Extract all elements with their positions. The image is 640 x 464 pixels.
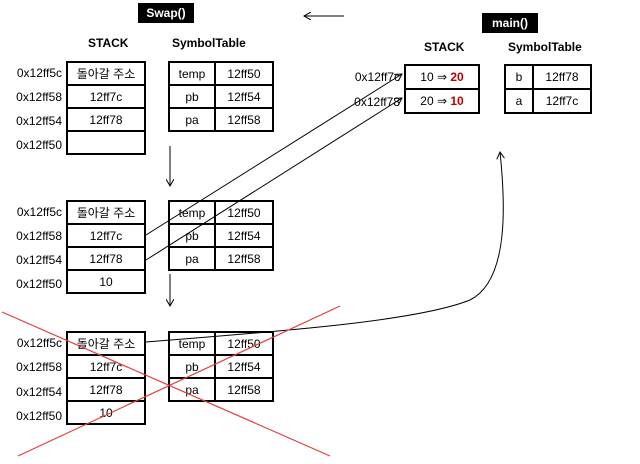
strike-line bbox=[17, 305, 341, 457]
main-stack-table: 10 ⇒ 20 20 ⇒ 10 bbox=[404, 64, 480, 114]
new-value: 10 bbox=[450, 94, 464, 108]
main-stack-header: STACK bbox=[424, 40, 465, 54]
symbol-name: pa bbox=[168, 246, 216, 271]
stack-cell: 돌아갈 주소 bbox=[66, 200, 146, 225]
stack-cell: 12ff78 bbox=[66, 377, 146, 402]
stack-cell: 10 ⇒ 20 bbox=[404, 64, 480, 90]
new-value: 20 bbox=[450, 70, 464, 84]
stack-cell: 10 bbox=[66, 269, 146, 294]
symbol-name: a bbox=[504, 88, 534, 114]
address-label: 0x12ff58 bbox=[16, 229, 62, 243]
address-label: 0x12ff50 bbox=[16, 277, 62, 291]
address-label: 0x12ff50 bbox=[16, 138, 62, 152]
symbol-address: 12ff58 bbox=[214, 107, 274, 132]
symbol-name: pb bbox=[168, 223, 216, 248]
symbol-name: pa bbox=[168, 107, 216, 132]
stack-cell: 12ff78 bbox=[66, 107, 146, 132]
address-label: 0x12ff78 bbox=[354, 95, 400, 109]
old-value: 10 bbox=[420, 70, 434, 84]
swap-stack-table: 돌아갈 주소 12ff7c 12ff78 10 bbox=[66, 331, 146, 425]
main-function-title: main() bbox=[482, 13, 538, 33]
address-label: 0x12ff54 bbox=[16, 114, 62, 128]
symbol-address: 12ff50 bbox=[214, 200, 274, 225]
stack-cell: 12ff78 bbox=[66, 246, 146, 271]
pointer-line-pb bbox=[145, 98, 402, 261]
address-label: 0x12ff54 bbox=[16, 253, 62, 267]
address-label: 0x12ff58 bbox=[16, 90, 62, 104]
swap-stack-table: 돌아갈 주소 12ff7c 12ff78 10 bbox=[66, 200, 146, 294]
symbol-address: 12ff78 bbox=[532, 64, 592, 90]
assign-arrow: ⇒ bbox=[436, 70, 448, 84]
symbol-name: pa bbox=[168, 377, 216, 402]
stack-cell: 12ff7c bbox=[66, 223, 146, 248]
stack-cell: 12ff7c bbox=[66, 84, 146, 109]
address-label: 0x12ff5c bbox=[16, 66, 62, 80]
main-symboltable-header: SymbolTable bbox=[508, 40, 582, 54]
swap-function-title: Swap() bbox=[138, 3, 194, 23]
symbol-address: 12ff58 bbox=[214, 377, 274, 402]
swap-stack-header: STACK bbox=[88, 36, 129, 50]
address-label: 0x12ff5c bbox=[16, 205, 62, 219]
symbol-name: b bbox=[504, 64, 534, 90]
strike-line bbox=[1, 311, 331, 457]
address-label: 0x12ff7c bbox=[354, 70, 400, 84]
symbol-address: 12ff7c bbox=[532, 88, 592, 114]
old-value: 20 bbox=[420, 94, 434, 108]
stack-cell: 돌아갈 주소 bbox=[66, 61, 146, 86]
stack-cell bbox=[66, 130, 146, 155]
symbol-address: 12ff58 bbox=[214, 246, 274, 271]
stack-cell: 10 bbox=[66, 400, 146, 425]
assign-arrow: ⇒ bbox=[436, 94, 448, 108]
symbol-address: 12ff50 bbox=[214, 61, 274, 86]
address-label: 0x12ff5c bbox=[16, 336, 62, 350]
symbol-name: pb bbox=[168, 84, 216, 109]
symbol-name: temp bbox=[168, 331, 216, 356]
return-curve bbox=[145, 152, 503, 343]
symbol-address: 12ff54 bbox=[214, 84, 274, 109]
stack-cell: 돌아갈 주소 bbox=[66, 331, 146, 356]
swap-symboltable-header: SymbolTable bbox=[172, 36, 246, 50]
stack-cell: 20 ⇒ 10 bbox=[404, 88, 480, 114]
address-label: 0x12ff54 bbox=[16, 385, 62, 399]
symbol-address: 12ff54 bbox=[214, 223, 274, 248]
address-label: 0x12ff58 bbox=[16, 360, 62, 374]
symbol-address: 12ff54 bbox=[214, 354, 274, 379]
symbol-name: temp bbox=[168, 61, 216, 86]
swap-stack-table: 돌아갈 주소 12ff7c 12ff78 bbox=[66, 61, 146, 155]
pointer-line-pa bbox=[145, 74, 402, 236]
address-label: 0x12ff50 bbox=[16, 409, 62, 423]
